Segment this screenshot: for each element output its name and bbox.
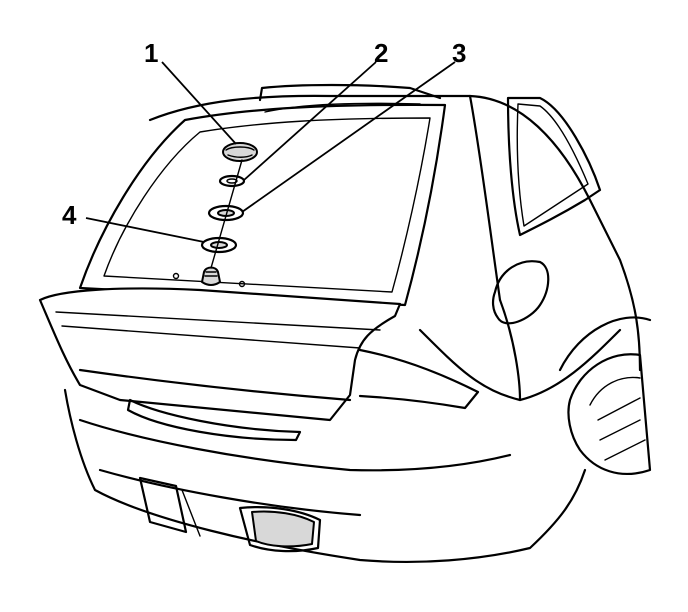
wiper-cap <box>222 142 258 162</box>
rear-bumper <box>63 388 587 564</box>
callout-4: 4 <box>62 200 77 230</box>
wiper-nut <box>207 204 245 222</box>
wiper-washer <box>218 174 246 188</box>
callout-labels: 1 2 3 4 <box>62 38 466 230</box>
leader-3 <box>241 61 456 213</box>
liftgate <box>38 287 480 442</box>
callout-1: 1 <box>144 38 158 68</box>
rear-wheel <box>558 316 652 475</box>
callout-2: 2 <box>374 38 388 68</box>
callout-3: 3 <box>452 38 466 68</box>
vehicle-body <box>148 94 642 402</box>
leader-2 <box>243 61 377 181</box>
wiper-pivot-shaft <box>201 266 221 286</box>
callout-leaders <box>85 61 456 243</box>
leader-4 <box>85 217 205 243</box>
wiper-components <box>200 142 258 286</box>
leader-1 <box>161 61 237 145</box>
rear-window <box>78 83 447 307</box>
